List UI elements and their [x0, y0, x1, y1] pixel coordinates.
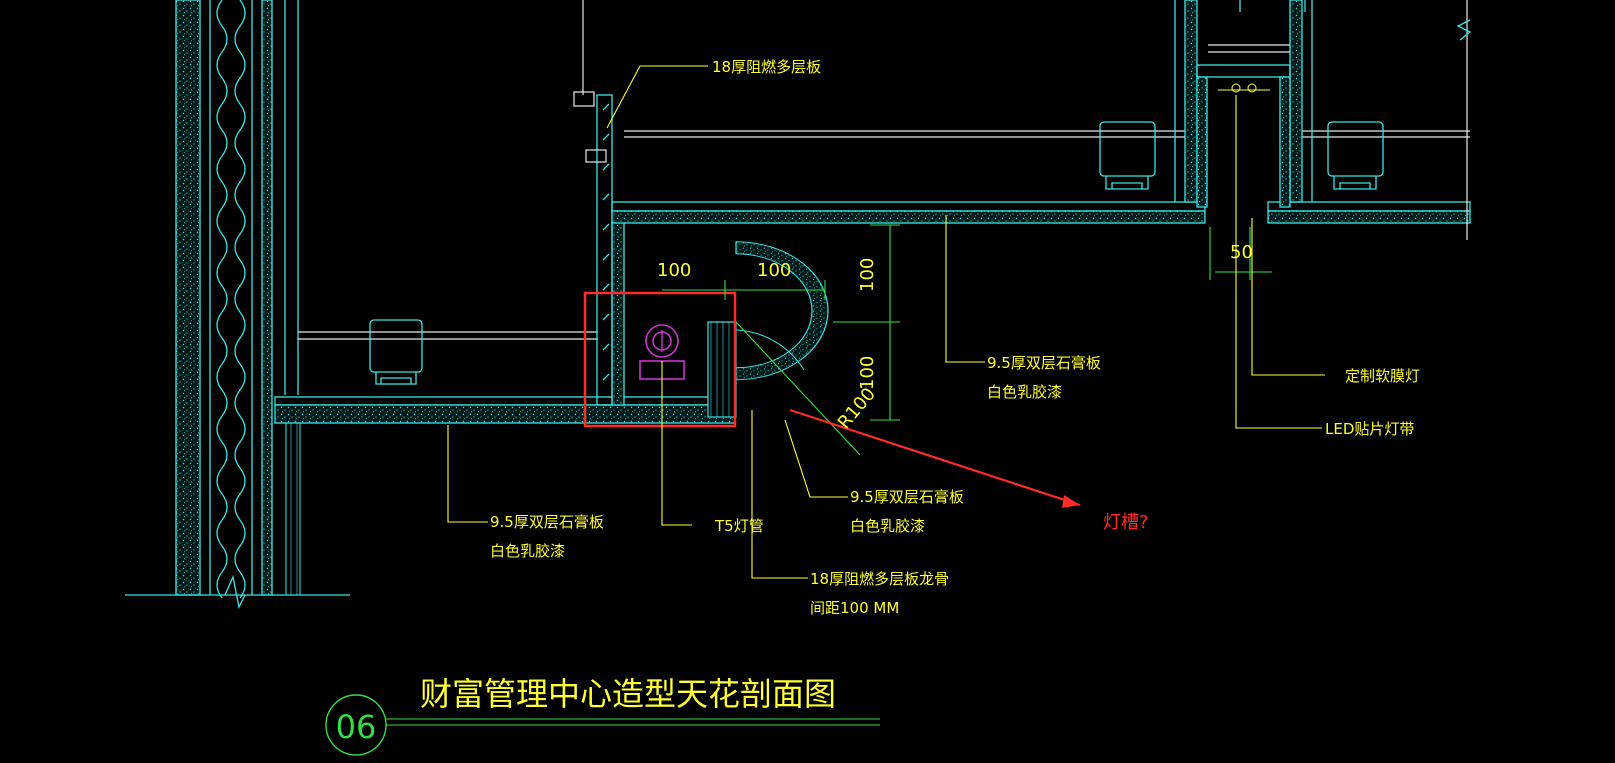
label-gypsum-left-2: 白色乳胶漆: [490, 542, 565, 560]
label-t5-tube: T5灯管: [714, 517, 764, 535]
label-gypsum-curve-1: 9.5厚双层石膏板: [850, 488, 964, 506]
label-plywood-keel-2: 间距100 MM: [810, 599, 899, 617]
dim-100-b: 100: [757, 260, 791, 281]
dim-100-a: 100: [657, 260, 691, 281]
dim-100-d: 100: [857, 356, 878, 390]
label-gypsum-left-1: 9.5厚双层石膏板: [490, 513, 604, 531]
dim-radius: R100: [834, 384, 880, 433]
drawing-title: 财富管理中心造型天花剖面图: [420, 675, 836, 713]
highlight-box: [583, 291, 737, 428]
label-gypsum-right-2: 白色乳胶漆: [987, 383, 1062, 401]
label-question: 灯槽?: [1103, 512, 1149, 533]
dim-gap-50: 50: [1230, 242, 1253, 263]
drawing-number: 06: [336, 708, 377, 746]
label-gypsum-curve-2: 白色乳胶漆: [850, 517, 925, 535]
dimension-lines: [662, 224, 1272, 456]
film-light-trough: [1174, 0, 1472, 240]
label-custom-film-light: 定制软膜灯: [1345, 367, 1420, 385]
left-wall: [125, 0, 350, 609]
dim-100-c: 100: [857, 258, 878, 292]
label-led-strip: LED贴片灯带: [1325, 420, 1414, 438]
leader-lines: [447, 65, 1325, 579]
upper-ceiling: [611, 121, 1471, 224]
label-plywood-keel-1: 18厚阻燃多层板龙骨: [810, 570, 949, 588]
light-trough: [583, 241, 829, 428]
label-plywood-top: 18厚阻燃多层板: [712, 58, 821, 76]
label-gypsum-right-1: 9.5厚双层石膏板: [987, 354, 1101, 372]
title-block: [325, 694, 880, 756]
